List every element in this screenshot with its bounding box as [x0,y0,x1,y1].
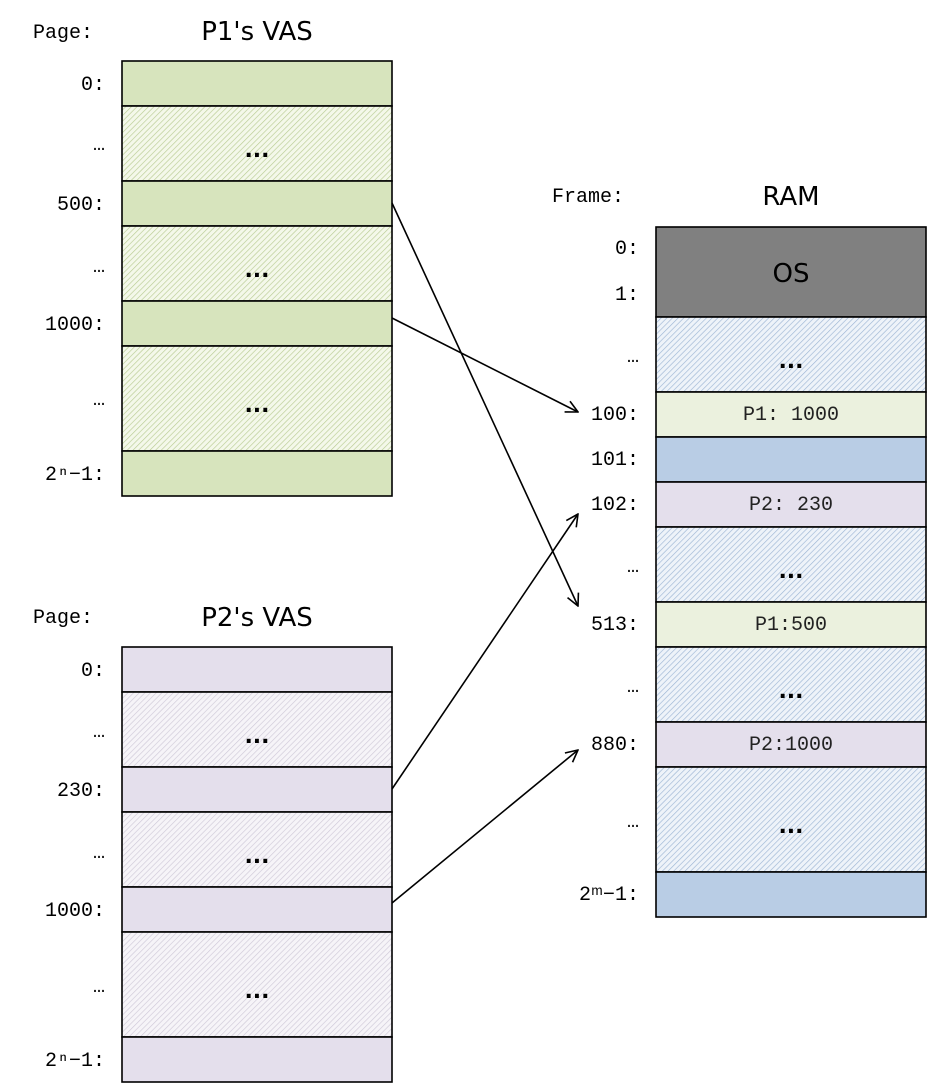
ram-os-text: OS [773,259,810,289]
ram-cell-p1-1000: P1: 1000 [743,404,839,427]
ram-cell-ellipsis: ... [778,559,803,584]
mapping-arrows [391,202,578,904]
ram-cell-p2-1000: P2:1000 [749,734,833,757]
ram-frame-label: 100: [591,404,639,427]
ram-cell-ellipsis: ... [778,679,803,704]
ram-gap-cell [655,646,927,723]
ram-frame-label: 0: [615,238,639,261]
p1-gap-cell [121,345,393,452]
p1-page-label: 0: [81,74,105,97]
ram-gap-cell [655,316,927,393]
ram-frame-880-cell [655,721,927,768]
p2-gap-cell [121,691,393,768]
ram-title: RAM [762,182,819,212]
p2-page-label: … [93,842,105,865]
ram-frame-label: 1: [615,284,639,307]
ram-cell-p1-500: P1:500 [755,614,827,637]
p1-gap-cell [121,225,393,302]
arrow-p1-500-to-frame-513 [391,202,578,606]
p2-cell-ellipsis: ... [244,979,269,1004]
p2-cell-ellipsis: ... [244,724,269,749]
p2-page-label: 1000: [45,900,105,923]
p1-page-label: 2ⁿ−1: [45,464,105,487]
p2-page-label: … [93,721,105,744]
p2-gap-cell [121,931,393,1038]
p2-page-1000-cell [121,886,393,933]
p1-page-label: 500: [57,194,105,217]
p1-vas-title: P1's VAS [201,17,313,47]
p2-gap-cell [121,811,393,888]
ram-frame-label: … [627,556,639,579]
p1-vas-column: Page: P1's VAS ... ... ... 0: … 500: … 1… [33,17,393,497]
ram-frame-label: 2ᵐ−1: [579,884,639,907]
ram-gap-cell [655,526,927,603]
p2-vas-column: Page: P2's VAS ... ... ... 0: … 230: … 1… [33,603,393,1083]
ram-gap-cell [655,766,927,873]
p1-page-axis-label: Page: [33,22,93,45]
arrow-p1-1000-to-frame-100 [391,317,578,412]
ram-frame-label: 102: [591,494,639,517]
ram-frame-last-cell [655,871,927,918]
p1-gap-cell [121,105,393,182]
p1-page-last-cell [121,450,393,497]
p1-page-0-cell [121,60,393,107]
ram-frame-axis-label: Frame: [552,186,624,209]
ram-cell-ellipsis: ... [778,349,803,374]
arrow-p2-230-to-frame-102 [391,514,578,790]
p1-page-label: … [93,389,105,412]
ram-frame-label: 513: [591,614,639,637]
p2-page-axis-label: Page: [33,607,93,630]
ram-frame-label: … [627,676,639,699]
p1-page-1000-cell [121,300,393,347]
p2-page-label: 230: [57,780,105,803]
ram-cell-ellipsis: ... [778,814,803,839]
p1-page-label: … [93,256,105,279]
p2-page-last-cell [121,1036,393,1083]
p2-page-230-cell [121,766,393,813]
ram-frame-513-cell [655,601,927,648]
p1-page-500-cell [121,180,393,227]
p2-cell-ellipsis: ... [244,844,269,869]
ram-frame-label: … [627,811,639,834]
ram-cell-p2-230: P2: 230 [749,494,833,517]
p2-page-label: 2ⁿ−1: [45,1050,105,1073]
p1-page-label: 1000: [45,314,105,337]
arrow-p2-1000-to-frame-880 [391,750,578,904]
ram-frame-label: 101: [591,449,639,472]
ram-frame-label: … [627,346,639,369]
p2-page-0-cell [121,646,393,693]
ram-frame-label: 880: [591,734,639,757]
ram-frame-102-cell [655,481,927,528]
p2-page-label: 0: [81,660,105,683]
ram-column: Frame: RAM OS ... P1: 1000 P2: 230 ... P… [552,182,927,918]
p1-cell-ellipsis: ... [244,258,269,283]
p1-page-label: … [93,134,105,157]
p2-vas-title: P2's VAS [201,603,313,633]
ram-frame-101-cell [655,436,927,483]
p1-cell-ellipsis: ... [244,138,269,163]
p2-page-label: … [93,976,105,999]
p1-cell-ellipsis: ... [244,393,269,418]
